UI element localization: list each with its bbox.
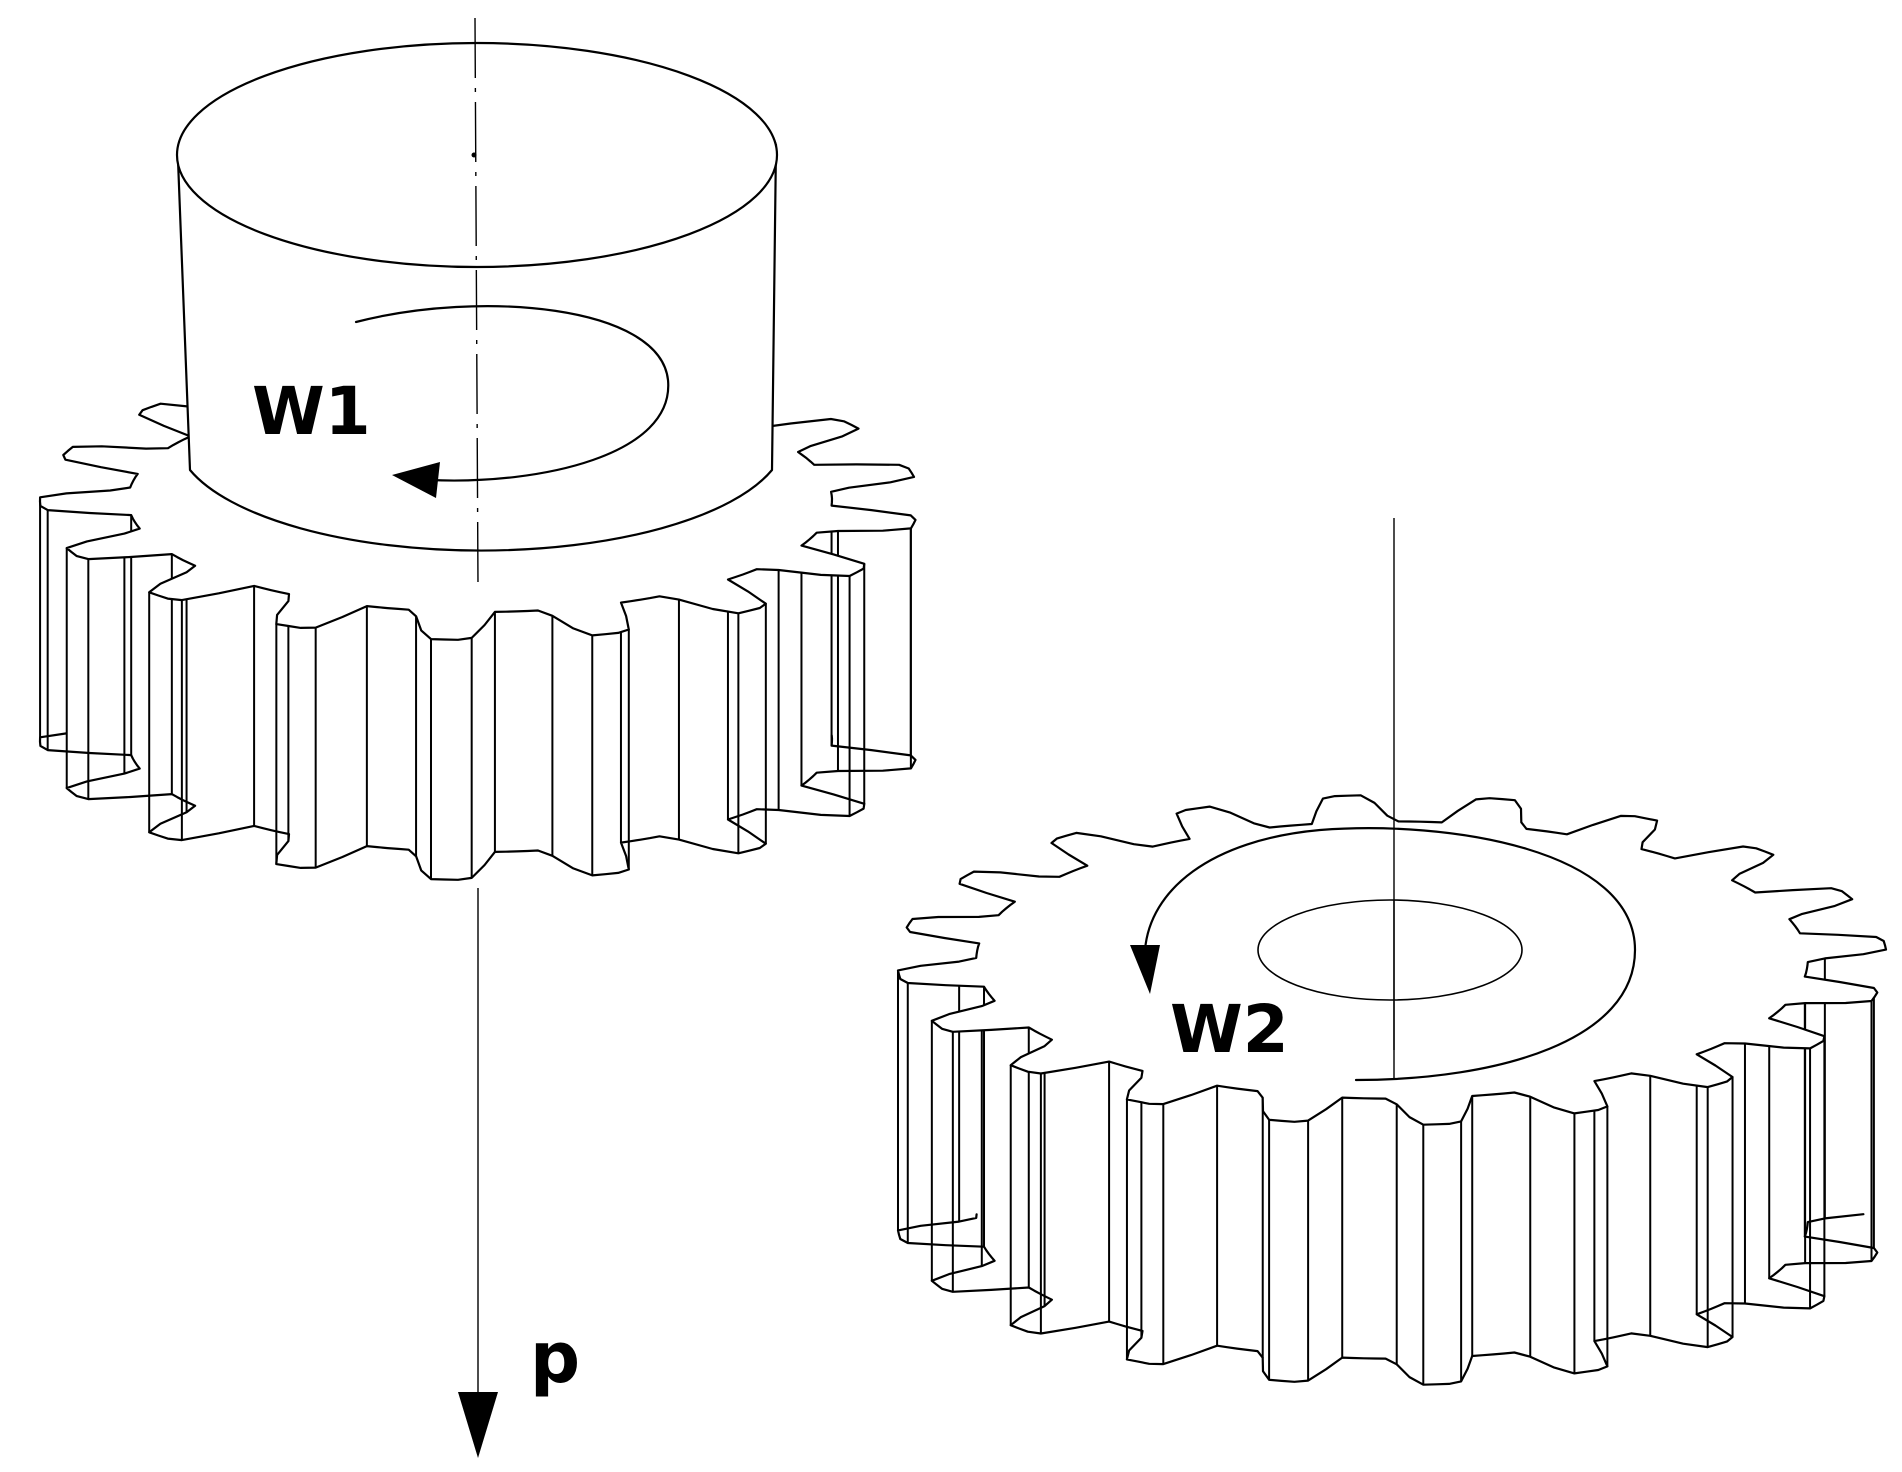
left-teeth-wall [218,585,255,834]
left-teeth-wall [537,609,553,857]
left-teeth-wall [778,569,822,816]
w1-label: W1 [252,373,371,450]
left-gear-axis [474,17,479,586]
right-teeth-wall [1246,1089,1258,1352]
left-teeth-wall [617,628,630,874]
right-teeth-wall [1597,1105,1608,1371]
left-teeth-wall [300,627,317,869]
right-teeth-wall [1630,1072,1651,1337]
right-teeth-wall [1422,1123,1437,1386]
left-teeth-wall [551,614,574,870]
right-teeth-wall [1649,1075,1684,1345]
right-teeth-wall [1190,1085,1218,1356]
right-teeth-wall [1148,1103,1164,1365]
left-gear: W1 [38,17,917,881]
right-teeth-bottom-outline [896,1213,1879,1386]
left-teeth-wall [572,627,593,877]
right-teeth-top-face [896,794,1888,1126]
right-gear-teeth [896,794,1888,1386]
right-teeth-wall [1612,1074,1623,1338]
right-teeth-wall [1116,1063,1126,1328]
left-teeth-wall [262,587,272,831]
right-teeth-wall [1341,1097,1354,1359]
left-teeth-wall [604,632,619,875]
right-teeth-wall [1352,1097,1365,1359]
left-teeth-bottom-outline [38,732,917,881]
left-teeth-wall [253,585,264,829]
right-teeth-wall [1529,1095,1555,1369]
left-teeth-wall [39,492,67,738]
right-teeth-wall [1108,1060,1118,1325]
right-teeth-wall [1482,1093,1494,1356]
right-teeth-wall [1075,1060,1110,1329]
force-p: p [458,888,580,1458]
left-teeth-wall [748,607,761,852]
right-teeth-wall [1281,1120,1295,1383]
left-teeth-wall [443,639,459,881]
left-teeth-wall [659,595,680,841]
left-gear-center-mark [471,152,477,158]
left-teeth-wall [430,638,445,881]
right-teeth-wall [1236,1088,1248,1351]
left-teeth-wall [408,608,417,858]
right-teeth-wall [1325,1096,1343,1371]
right-teeth-wall [1573,1111,1587,1374]
right-teeth-wall [1744,1042,1785,1309]
right-teeth-wall [1374,1097,1387,1360]
right-teeth-wall [1553,1106,1575,1375]
right-teeth-wall [1621,1072,1632,1337]
right-teeth-wall [1226,1086,1238,1350]
right-teeth-wall [1682,1083,1709,1348]
left-teeth-wall [109,486,131,732]
right-teeth-wall [1268,1119,1283,1382]
left-teeth-wall [494,611,507,853]
right-teeth-wall [1162,1094,1192,1365]
left-teeth-wall [505,610,518,853]
right-teeth-wall [1471,1094,1484,1357]
right-teeth-wall [1585,1109,1599,1373]
right-teeth-wall [1513,1091,1531,1358]
right-teeth-wall [897,965,922,1232]
w2-label: W2 [1170,991,1289,1068]
left-teeth-wall [737,610,750,854]
left-teeth-wall [678,598,714,850]
right-teeth-wall [1448,1120,1462,1385]
left-teeth-wall [484,610,496,867]
right-teeth-wall [1396,1103,1410,1379]
right-gear-bore [1257,899,1523,1001]
p-arrow-head-icon [458,1392,498,1458]
right-teeth-wall [1385,1097,1398,1366]
right-teeth-wall [1363,1097,1376,1359]
left-teeth-wall [341,605,368,858]
right-teeth-wall [1408,1116,1424,1386]
left-teeth-wall [287,625,302,869]
left-teeth-wall [387,607,399,850]
right-teeth-wall [1216,1085,1228,1348]
left-teeth-wall [630,599,642,842]
right-teeth-wall [1492,1092,1505,1355]
left-teeth-wall [516,610,528,852]
p-label: p [530,1317,580,1399]
w2-rotation-arrow-icon [1130,827,1637,1082]
left-teeth-wall [640,597,651,841]
left-teeth-wall [397,608,410,851]
right-teeth-wall [1045,1035,1053,1301]
left-teeth-wall [315,616,343,869]
left-teeth-wall [526,609,539,852]
left-teeth-wall [366,605,378,848]
right-teeth-wall [1293,1120,1309,1383]
left-teeth-wall [376,606,389,849]
left-teeth-wall [471,623,486,880]
w1-rotation-arrow-icon [354,305,670,498]
right-teeth-wall [1435,1123,1450,1385]
left-teeth-wall [457,637,473,881]
right-teeth-wall [1307,1108,1327,1382]
left-teeth-wall [420,629,432,881]
right-teeth-wall [1503,1091,1515,1355]
right-gear: W2 [896,518,1888,1386]
left-teeth-wall [591,633,606,876]
left-teeth-wall [649,595,661,839]
